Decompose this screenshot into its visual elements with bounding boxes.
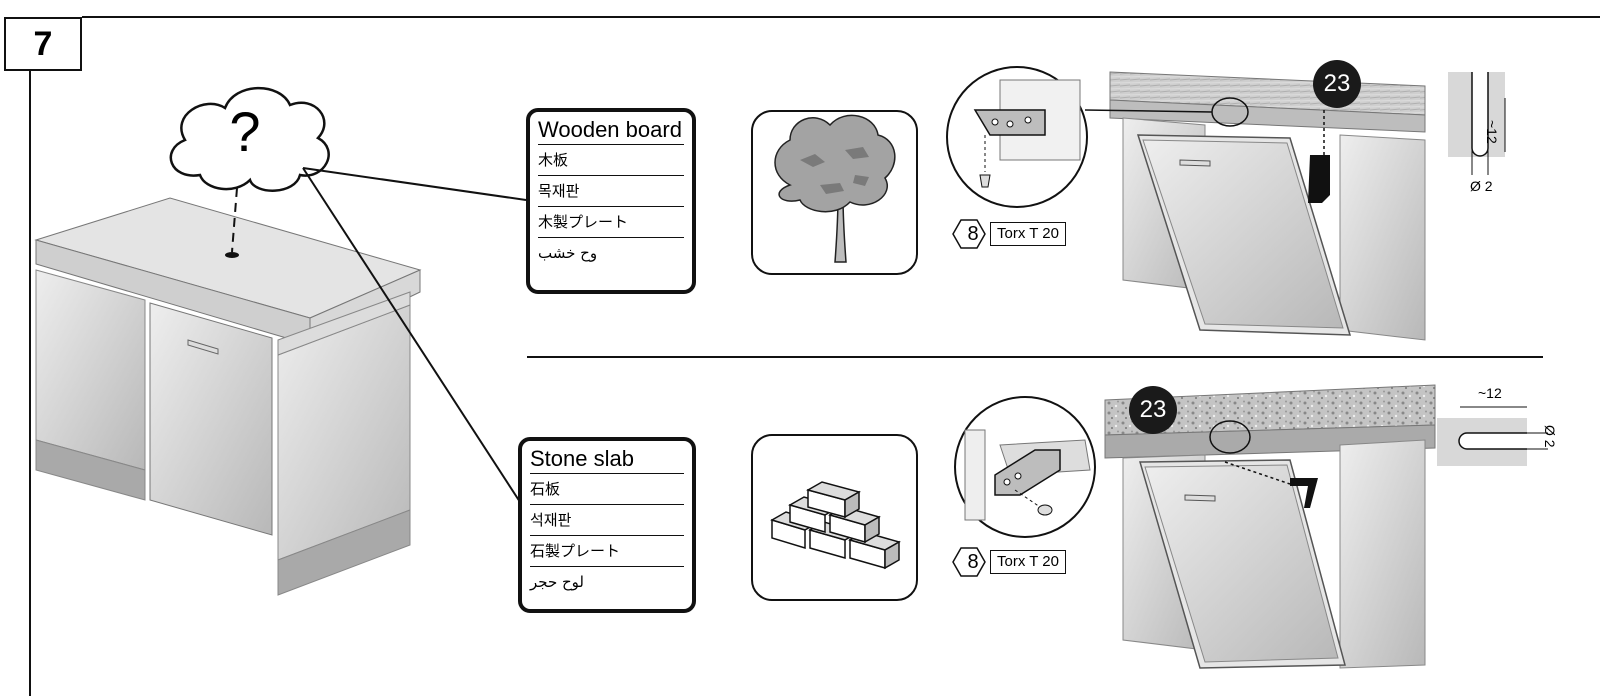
stone-installation-illustration xyxy=(1104,384,1436,669)
brick-stack-icon xyxy=(770,481,901,570)
question-cloud xyxy=(169,86,330,192)
wood-label-ko: 목재판 xyxy=(538,176,684,207)
callout-circle-top xyxy=(1313,60,1361,108)
tool-number: 8 xyxy=(967,222,979,245)
slot-length-label-top: ~12 xyxy=(1484,120,1500,144)
wooden-board-label: Wooden board 木板 목재판 木製プレート وح خشب xyxy=(526,108,696,294)
torx-label: Torx T 20 xyxy=(990,550,1066,574)
callout-number-top: 23 xyxy=(1323,70,1351,97)
stone-slab-title: Stone slab xyxy=(530,445,684,474)
hole-diameter-label-bottom: Ø 2 xyxy=(1542,425,1558,448)
kitchen-counter-illustration xyxy=(34,187,422,596)
wooden-board-title: Wooden board xyxy=(538,116,684,145)
connector-stone xyxy=(302,167,521,503)
wood-label-ja: 木製プレート xyxy=(538,207,684,238)
callout-circle-bottom xyxy=(1129,386,1177,434)
tool-label-top: 8 Torx T 20 xyxy=(962,222,1066,246)
tool-label-bottom: 8 Torx T 20 xyxy=(962,550,1066,574)
step-number: 7 xyxy=(4,17,82,71)
wood-label-zh: 木板 xyxy=(538,145,684,176)
stone-label-ar: لوح حجر xyxy=(530,573,585,591)
tool-number: 8 xyxy=(967,550,979,573)
slot-length-label-bottom: ~12 xyxy=(1478,385,1502,401)
torx-label: Torx T 20 xyxy=(990,222,1066,246)
hole-diameter-label-top: Ø 2 xyxy=(1470,178,1493,194)
hex-key-icon xyxy=(952,219,986,249)
stone-label-ko: 석재판 xyxy=(530,505,684,536)
wood-installation-illustration xyxy=(1084,71,1426,341)
tree-icon xyxy=(774,114,896,263)
stone-detail-zoom xyxy=(954,396,1096,538)
question-mark: ? xyxy=(229,100,261,163)
slot-dimension-bottom xyxy=(1437,406,1548,466)
connector-wood xyxy=(302,167,527,201)
stone-label-ja: 石製プレート xyxy=(530,536,684,567)
hex-key-icon xyxy=(952,547,986,577)
callout-number-bottom: 23 xyxy=(1139,396,1167,423)
stone-label-zh: 石板 xyxy=(530,474,684,505)
wood-label-ar: وح خشب xyxy=(538,244,598,262)
stone-slab-label: Stone slab 石板 석재판 石製プレート لوح حجر xyxy=(518,437,696,613)
wood-detail-zoom xyxy=(946,66,1088,208)
slot-dimension-top xyxy=(1448,72,1506,175)
